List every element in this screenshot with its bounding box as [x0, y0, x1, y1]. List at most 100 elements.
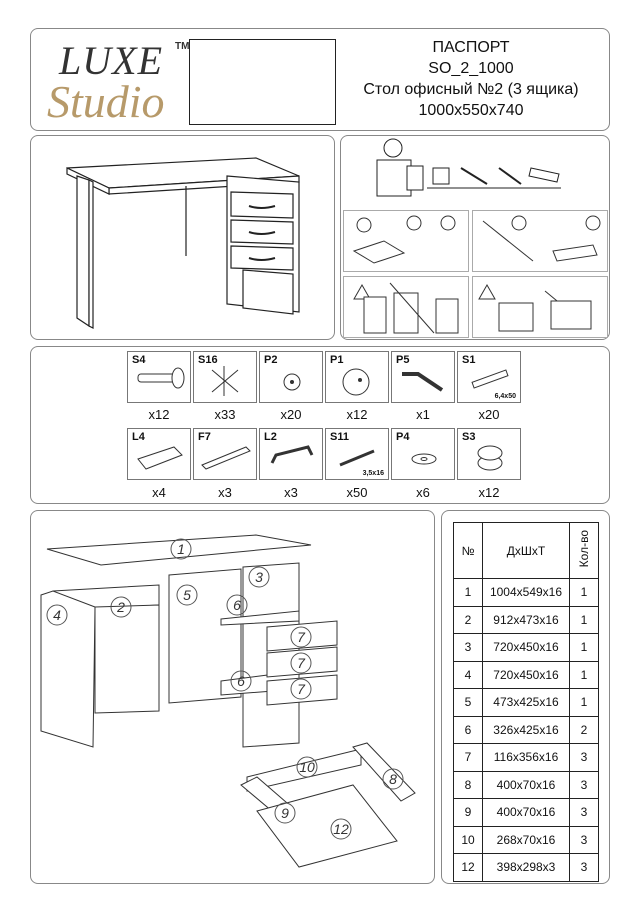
part-7-b: [266, 646, 338, 678]
quantity-cell: 3: [569, 825, 599, 854]
warning-triangle-icon: [353, 282, 459, 334]
part-number-cell: 12: [453, 853, 483, 882]
exploded-drawing: 1 2 3 4 5 6 6 7 7 7 10 8 9 12: [40, 534, 416, 868]
part-7-a: [266, 620, 338, 652]
col-quantity: Кол-во: [569, 522, 599, 579]
quantity-cell: 3: [569, 798, 599, 827]
hardware-quantity: x1: [416, 407, 430, 422]
tools-icon: [376, 138, 561, 197]
quantity-cell: 3: [569, 853, 599, 882]
part-number-cell: 3: [453, 633, 483, 662]
hardware-item-s3: S3: [457, 428, 521, 480]
part-number-cell: 5: [453, 688, 483, 717]
wood-screw-icon: [339, 449, 375, 467]
screw-pile-icon: [211, 366, 239, 396]
col-number: №: [453, 522, 483, 579]
hardware-code: L4: [132, 431, 145, 443]
hardware-code: S1: [462, 354, 476, 366]
product-code: SO_2_1000: [428, 60, 514, 77]
people-assembly-icon: [352, 215, 456, 264]
dimensions-cell: 116x356x16: [482, 743, 570, 772]
hardware-item-s4: S4: [127, 351, 191, 403]
no-lift-icon: [482, 215, 601, 262]
hardware-item-p4: P4: [391, 428, 455, 480]
quantity-cell: 2: [569, 715, 599, 744]
eccentric-bolt-icon: [137, 367, 185, 389]
quantity-cell: 1: [569, 578, 599, 607]
dimensions-cell: 400x70x16: [482, 770, 570, 799]
callout-3: 3: [255, 569, 263, 585]
plate-icon: [137, 446, 183, 470]
callout-12: 12: [333, 821, 349, 837]
hardware-item-s1: S1 6,4x50: [457, 351, 521, 403]
dimensions-cell: 268x70x16: [482, 825, 570, 854]
cap-small-icon: [283, 373, 301, 391]
hardware-code: P2: [264, 354, 278, 366]
warning-triangle-icon-2: [478, 283, 592, 332]
dimensions-cell: 912x473x16: [482, 605, 570, 634]
quantity-cell: 3: [569, 770, 599, 799]
hardware-code: F7: [198, 431, 211, 443]
hardware-size: 6,4x50: [494, 393, 516, 400]
dimensions-cell: 473x425x16: [482, 688, 570, 717]
callout-9: 9: [281, 805, 289, 821]
cap-large-icon: [342, 368, 370, 396]
part-side-left: [40, 590, 96, 748]
part-6-upper: [220, 610, 300, 626]
hardware-item-f7: F7: [193, 428, 257, 480]
callout-4: 4: [53, 607, 61, 623]
exploded-view-panel: 1 2 3 4 5 6 6 7 7 7 10 8 9 12: [30, 510, 435, 884]
part-number-cell: 1: [453, 578, 483, 607]
logo-trademark: TM: [175, 41, 190, 52]
callout-7b: 7: [297, 655, 306, 671]
handle-icon: [270, 445, 314, 464]
hardware-quantity: x12: [478, 485, 500, 500]
hardware-quantity: x12: [346, 407, 368, 422]
hardware-code: P4: [396, 431, 410, 443]
hardware-quantity: x20: [280, 407, 302, 422]
tools-and-safety-panel: [340, 135, 610, 340]
desk-illustration-panel: [30, 135, 335, 340]
callout-7c: 7: [297, 681, 306, 697]
hardware-item-p5: P5: [391, 351, 455, 403]
warning-lift-picture: [472, 210, 608, 272]
tools-picture: [371, 138, 567, 202]
hardware-quantity: x6: [416, 485, 430, 500]
hardware-code: L2: [264, 431, 277, 443]
part-number-cell: 9: [453, 798, 483, 827]
hardware-quantity: x12: [148, 407, 170, 422]
col-dimensions: ДхШхТ: [482, 522, 570, 579]
quantity-cell: 1: [569, 605, 599, 634]
hardware-quantity: x33: [214, 407, 236, 422]
part-number-cell: 6: [453, 715, 483, 744]
hardware-quantity: x20: [478, 407, 500, 422]
assembly-two-people-picture: [343, 210, 469, 272]
title-block: ПАСПОРТ SO_2_1000 Стол офисный №2 (3 ящи…: [341, 37, 601, 121]
quantity-cell: 3: [569, 743, 599, 772]
callout-2: 2: [116, 599, 125, 615]
hardware-quantity: x4: [152, 485, 166, 500]
hardware-quantity: x50: [346, 485, 368, 500]
quantity-cell: 1: [569, 688, 599, 717]
header-panel: LUXE TM Studio ПАСПОРТ SO_2_1000 Стол оф…: [30, 28, 610, 131]
hardware-code: S11: [330, 431, 349, 443]
hardware-code: P1: [330, 354, 344, 366]
hardware-code: P5: [396, 354, 410, 366]
dimensions-cell: 720x450x16: [482, 660, 570, 689]
warning-drawers-picture: [472, 276, 608, 338]
hardware-code: S4: [132, 354, 146, 366]
doc-type: ПАСПОРТ: [432, 39, 510, 56]
part-number-cell: 8: [453, 770, 483, 799]
dimensions-cell: 398x298x3: [482, 853, 570, 882]
hex-key-icon: [402, 372, 444, 392]
dimensions-cell: 720x450x16: [482, 633, 570, 662]
